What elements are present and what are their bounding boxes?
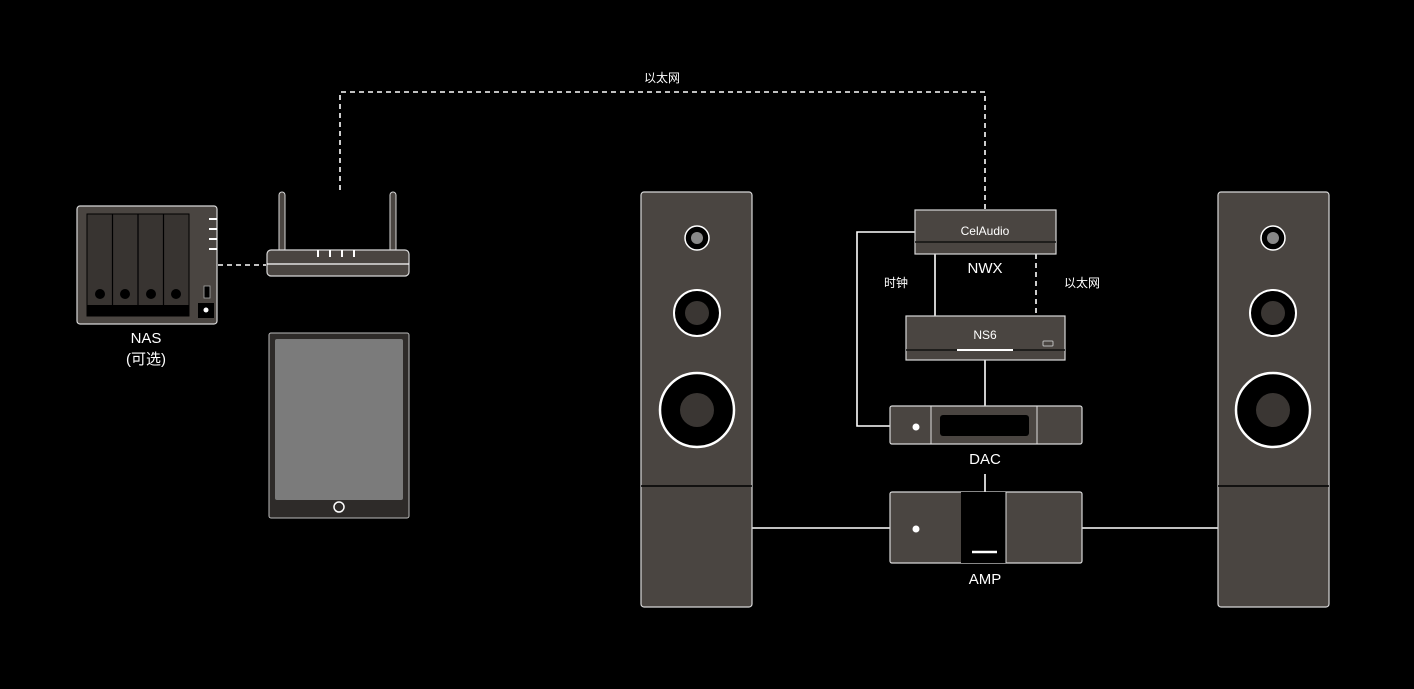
home-button-icon — [333, 501, 345, 513]
dac-label: DAC — [969, 451, 1001, 468]
left-speaker — [640, 191, 753, 608]
amp-label: AMP — [969, 571, 1002, 588]
nwx-brand-text: CelAudio — [961, 224, 1010, 238]
ns6-device: NS6 — [905, 315, 1066, 361]
ns6-text: NS6 — [973, 328, 997, 342]
nas-label: NAS — [131, 330, 162, 347]
nas-optional-label: (可选) — [126, 351, 166, 368]
nas-device — [76, 205, 218, 325]
clock-label: 时钟 — [884, 275, 908, 290]
right-speaker — [1217, 191, 1330, 608]
ethernet-top-label: 以太网 — [644, 70, 680, 85]
router-device — [266, 191, 410, 277]
tablet-device — [268, 332, 410, 519]
dac-device — [889, 405, 1083, 445]
nwx-label: NWX — [968, 260, 1003, 277]
clock-link — [856, 231, 915, 427]
ethernet-link-router-nwx — [339, 91, 986, 210]
ethernet-side-label: 以太网 — [1064, 275, 1100, 290]
amp-device — [889, 491, 1083, 564]
nwx-device: CelAudio — [914, 209, 1057, 255]
